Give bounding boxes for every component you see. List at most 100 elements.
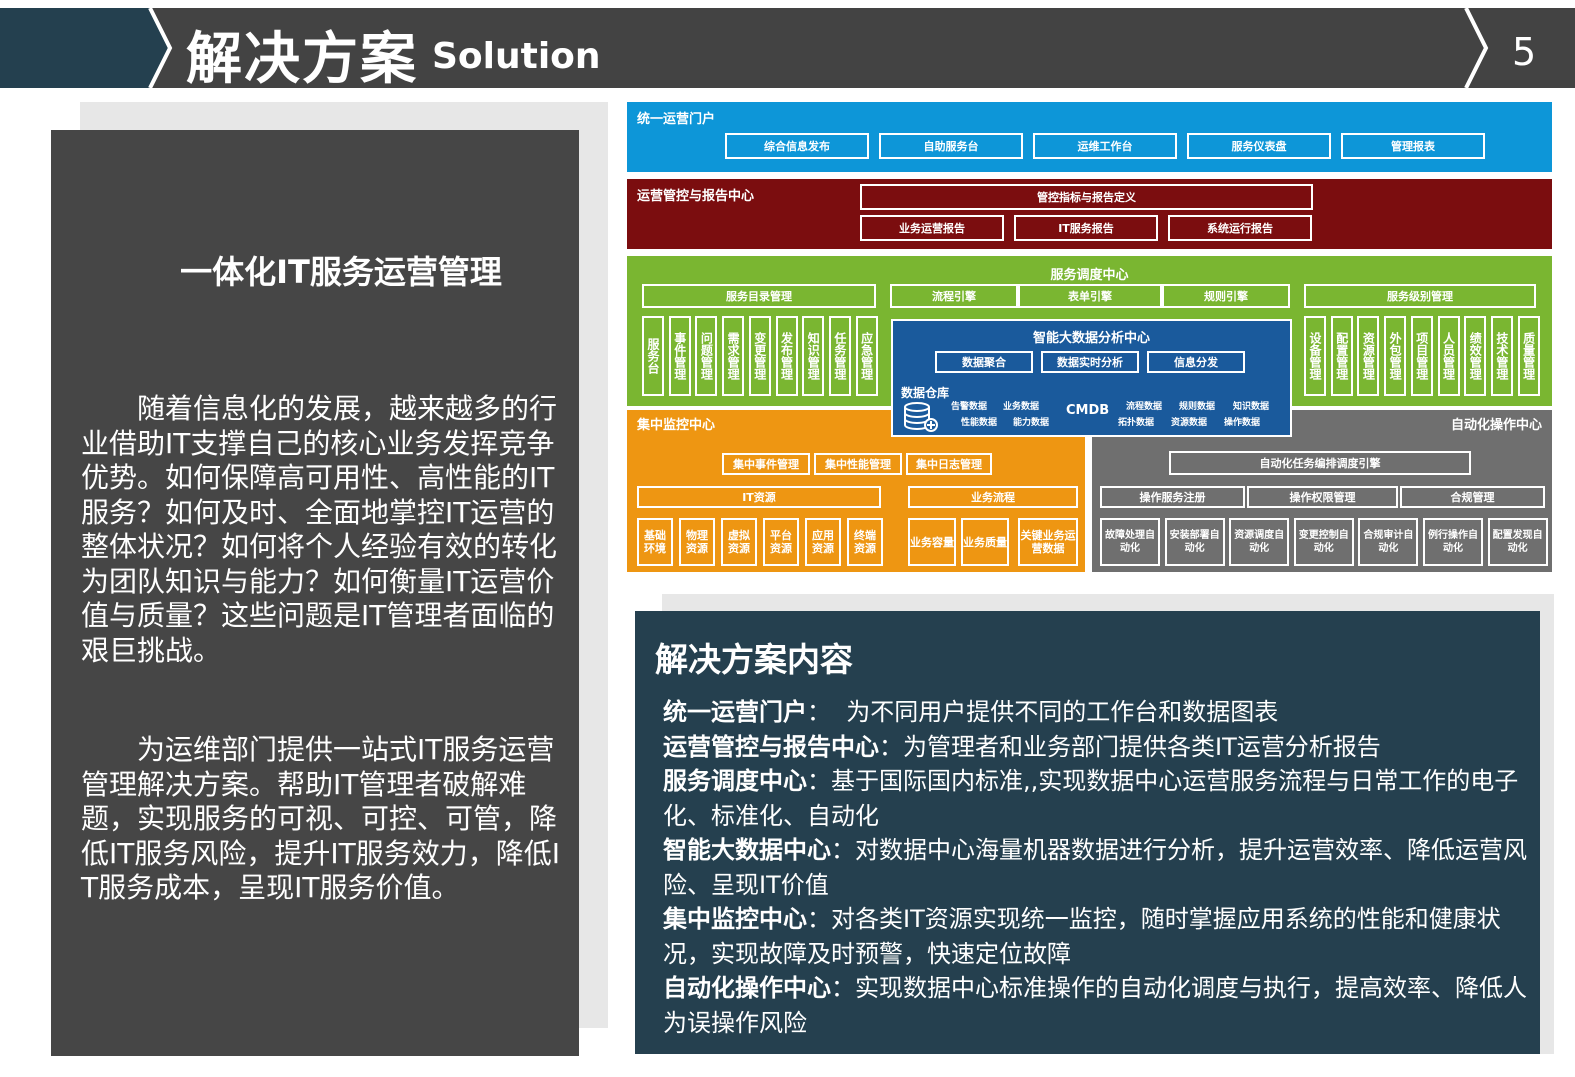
dispatch-right-item: 配置管理 — [1330, 316, 1353, 396]
data-type: 业务数据 — [1003, 402, 1040, 412]
engine-item: 流程引擎 — [890, 284, 1018, 308]
data-warehouse-label: 数据仓库 — [901, 386, 950, 400]
solution-item-term: 智能大数据中心 — [663, 836, 831, 864]
automation-item: 变更控制自动化 — [1293, 518, 1354, 566]
solution-item-separator: ： — [807, 698, 847, 726]
automation-mid-item: 操作服务注册 — [1100, 486, 1245, 508]
automation-item: 资源调度自动化 — [1229, 518, 1290, 566]
portal-band: 统一运营门户 综合信息发布 自助服务台 运维工作台 服务仪表盘 管理报表 — [627, 102, 1552, 172]
portal-item: 综合信息发布 — [725, 133, 869, 159]
report-item: 业务运营报告 — [860, 215, 1004, 241]
solution-item-term: 集中监控中心 — [663, 905, 807, 933]
solution-item: 服务调度中心：基于国际国内标准,,实现数据中心运营服务流程与日常工作的电子化、标… — [663, 764, 1528, 833]
dispatch-right-item: 质量管理 — [1517, 316, 1540, 396]
automation-item: 安装部署自动化 — [1164, 518, 1225, 566]
automation-item: 例行操作自动化 — [1423, 518, 1483, 566]
solution-item-separator: ： — [879, 732, 903, 761]
engine-item: 规则引擎 — [1162, 284, 1290, 308]
solution-item-desc: 为管理者和业务部门提供各类IT运营分析报告 — [903, 732, 1381, 761]
dispatch-left-item: 发布管理 — [775, 316, 798, 396]
monitor-top-item: 集中日志管理 — [906, 453, 992, 475]
business-flow: 业务流程 — [908, 486, 1078, 508]
data-type: 流程数据 — [1126, 402, 1163, 412]
data-type: 资源数据 — [1171, 418, 1208, 428]
right-panel: 解决方案内容 统一运营门户： 为不同用户提供不同的工作台和数据图表运营管控与报告… — [635, 611, 1540, 1054]
bigdata-item: 信息分发 — [1147, 351, 1245, 373]
data-type: 操作数据 — [1224, 418, 1261, 428]
it-resource-item: 平台资源 — [763, 518, 799, 566]
bigdata-item: 数据实时分析 — [1041, 351, 1139, 373]
header-chevrons-icon — [0, 8, 1489, 88]
solution-content-list: 统一运营门户： 为不同用户提供不同的工作台和数据图表运营管控与报告中心：为管理者… — [663, 695, 1528, 1040]
service-catalog: 服务目录管理 — [642, 284, 876, 308]
it-resource-item: 虚拟资源 — [721, 518, 757, 566]
dispatch-left-item: 问题管理 — [695, 316, 718, 396]
it-resource-item: 终端资源 — [847, 518, 883, 566]
bigdata-item: 数据聚合 — [935, 351, 1033, 373]
header-bar — [0, 8, 1575, 88]
dispatch-left-item: 变更管理 — [748, 316, 771, 396]
cmdb-label: CMDB — [1066, 403, 1110, 418]
solution-item-term: 服务调度中心 — [663, 767, 807, 795]
solution-item-desc: 为不同用户提供不同的工作台和数据图表 — [846, 698, 1279, 726]
dispatch-right-item: 资源管理 — [1357, 316, 1380, 396]
dispatch-right-item: 项目管理 — [1410, 316, 1433, 396]
dispatch-left-item: 任务管理 — [828, 316, 851, 396]
solution-item-term: 运营管控与报告中心 — [663, 732, 879, 761]
solution-item: 运营管控与报告中心：为管理者和业务部门提供各类IT运营分析报告 — [663, 730, 1528, 765]
left-panel-paragraph-2: 为运维部门提供一站式IT服务运营管理解决方案。帮助IT管理者破解难题，实现服务的… — [81, 733, 560, 904]
dispatch-center-label: 服务调度中心 — [1050, 268, 1129, 283]
engine-item: 表单引擎 — [1018, 284, 1162, 308]
portal-label: 统一运营门户 — [637, 112, 716, 127]
solution-item-desc: 实现数据中心标准操作的自动化调度与执行，提高效率、降低人为误操作风险 — [663, 974, 1527, 1037]
bigdata-center-label: 智能大数据分析中心 — [1032, 331, 1150, 346]
monitor-center-band: 集中监控中心 集中事件管理 集中性能管理 集中日志管理 IT资源 业务流程 基础… — [627, 410, 1085, 572]
business-flow-item: 业务容量 — [908, 518, 956, 566]
it-resource-item: 基础环境 — [637, 518, 673, 566]
automation-center-label: 自动化操作中心 — [1450, 418, 1542, 433]
solution-item-desc: 对各类IT资源实现统一监控，随时掌握应用系统的性能和健康状况，实现故障及时预警，… — [663, 905, 1501, 968]
solution-item: 统一运营门户： 为不同用户提供不同的工作台和数据图表 — [663, 695, 1528, 730]
page-title-en: Solution — [432, 36, 601, 77]
solution-item-separator: ： — [807, 767, 831, 795]
bigdata-center: 智能大数据分析中心 数据聚合 数据实时分析 信息分发 数据仓库 告警数据 业务数… — [891, 319, 1292, 437]
solution-item-desc: 对数据中心海量机器数据进行分析，提升运营效率、降低运营风险、呈现IT价值 — [663, 836, 1527, 899]
solution-item-separator: ： — [831, 974, 855, 1002]
automation-item: 合规审计自动化 — [1358, 518, 1419, 566]
solution-item-separator: ： — [807, 905, 831, 933]
report-item: 系统运行报告 — [1168, 215, 1312, 241]
automation-mid-item: 合规管理 — [1400, 486, 1545, 508]
solution-item-desc: 基于国际国内标准,,实现数据中心运营服务流程与日常工作的电子化、标准化、自动化 — [663, 767, 1519, 830]
page-title: 解决方案 — [186, 27, 418, 92]
architecture-diagram: 统一运营门户 综合信息发布 自助服务台 运维工作台 服务仪表盘 管理报表 运营管… — [627, 102, 1552, 572]
right-panel-title: 解决方案内容 — [655, 640, 853, 679]
automation-item: 配置发现自动化 — [1487, 518, 1548, 566]
dispatch-left-item: 知识管理 — [802, 316, 825, 396]
portal-item: 管理报表 — [1341, 133, 1485, 159]
report-item: IT服务报告 — [1014, 215, 1158, 241]
left-panel: 一体化IT服务运营管理 随着信息化的发展，越来越多的行业借助IT支撑自己的核心业… — [51, 130, 579, 1056]
solution-item-separator: ： — [831, 836, 855, 864]
business-flow-item: 业务质量 — [961, 518, 1009, 566]
left-panel-title: 一体化IT服务运营管理 — [180, 253, 502, 291]
dispatch-right-item: 设备管理 — [1304, 316, 1326, 396]
dispatch-right-item: 外包管理 — [1384, 316, 1407, 396]
portal-item: 自助服务台 — [879, 133, 1023, 159]
business-flow-item: 关键业务运营数据 — [1018, 518, 1078, 566]
left-panel-paragraph-1: 随着信息化的发展，越来越多的行业借助IT支撑自己的核心业务发挥竞争优势。如何保障… — [81, 392, 558, 667]
it-resource-item: 应用资源 — [805, 518, 841, 566]
monitor-top-item: 集中性能管理 — [814, 453, 902, 475]
solution-item: 智能大数据中心：对数据中心海量机器数据进行分析，提升运营效率、降低运营风险、呈现… — [663, 833, 1528, 902]
page-number: 5 — [1512, 30, 1537, 74]
data-type: 拓扑数据 — [1118, 418, 1155, 428]
solution-item-term: 统一运营门户 — [663, 698, 807, 726]
solution-item-term: 自动化操作中心 — [663, 974, 831, 1002]
automation-mid-item: 操作权限管理 — [1247, 486, 1398, 508]
dispatch-left-item: 服务台 — [642, 316, 664, 396]
dispatch-right-item: 绩效管理 — [1464, 316, 1487, 396]
portal-item: 运维工作台 — [1033, 133, 1177, 159]
automation-engine: 自动化任务编排调度引擎 — [1169, 451, 1471, 475]
dispatch-right-item: 技术管理 — [1490, 316, 1513, 396]
dispatch-left-item: 需求管理 — [722, 316, 745, 396]
